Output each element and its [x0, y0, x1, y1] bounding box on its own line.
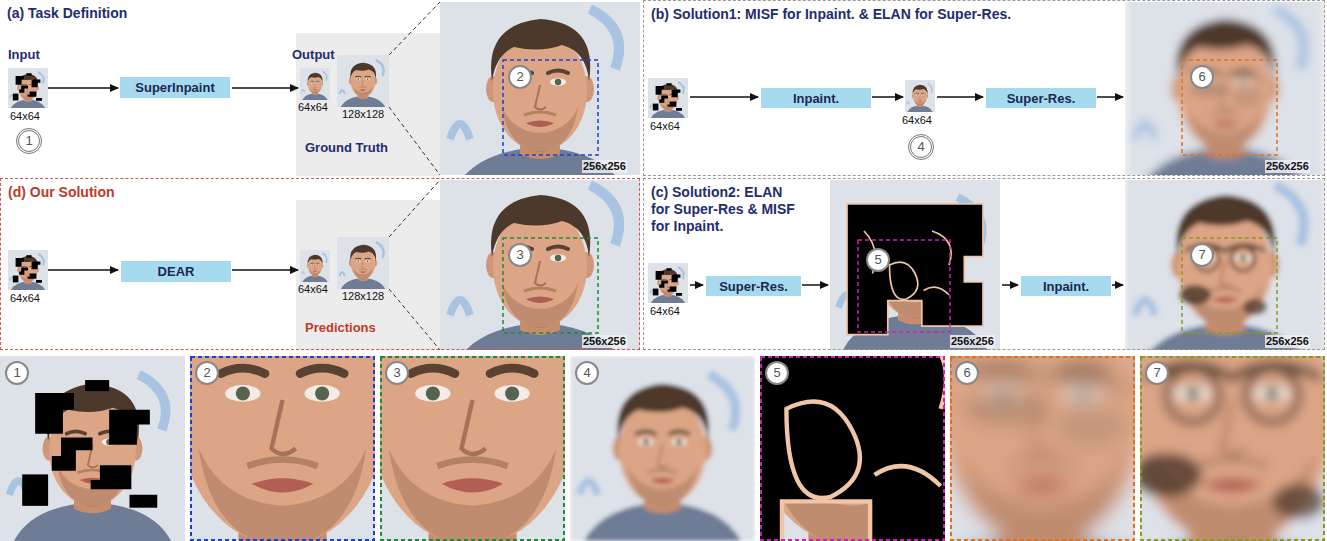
masked-input [8, 68, 48, 108]
arrow [872, 96, 903, 98]
callout-number: 5 [866, 248, 890, 272]
image-label: Predictions [305, 320, 376, 336]
image-label: 64x64 [650, 120, 680, 133]
output-image [337, 55, 389, 107]
callout-number: 7 [1145, 361, 1169, 385]
zoom-image [0, 356, 185, 541]
output-ground [296, 200, 440, 350]
crop-box [1182, 238, 1277, 333]
zoom-image [1012, 189, 1327, 541]
panel-heading: (d) Our Solution [8, 184, 115, 201]
image-label: 64x64 [298, 101, 328, 114]
arrow [690, 284, 703, 286]
zoom-frame [761, 357, 944, 540]
image-label: 256x256 [950, 335, 995, 348]
arrow [1097, 96, 1123, 98]
prediction-image [337, 237, 389, 289]
callout-number: 7 [1190, 243, 1214, 267]
callout-number: 3 [508, 243, 532, 267]
masked-input [648, 78, 688, 118]
process-box: Inpaint. [761, 88, 871, 108]
zoom-frame [191, 357, 374, 540]
zoom-line [389, 107, 440, 175]
prediction-image [300, 250, 330, 282]
zoom-frame [1141, 357, 1324, 540]
image-label: 128x128 [342, 108, 384, 121]
arrow [802, 284, 828, 286]
process-box: Super-Res. [706, 276, 801, 296]
arrow [937, 96, 983, 98]
image-label: 64x64 [650, 305, 680, 318]
callout-number: 2 [508, 65, 532, 89]
image-label: 64x64 [298, 283, 328, 296]
callout-number: 6 [1190, 65, 1214, 89]
image-label: Ground Truth [305, 140, 388, 156]
panel-heading: (b) Solution1: MISF for Inpaint. & ELAN … [651, 6, 1011, 23]
image-label: 256x256 [1265, 160, 1310, 173]
arrow [232, 87, 298, 89]
result-image [1125, 0, 1325, 189]
image-label: 256x256 [582, 160, 627, 173]
image-label: 64x64 [10, 110, 40, 123]
callout-number: 1 [5, 361, 29, 385]
arrow [1002, 284, 1018, 286]
process-box: DEAR [121, 261, 231, 282]
box-label: Super-Res. [719, 279, 788, 294]
image-label: Input [8, 47, 40, 63]
crop-box [858, 240, 950, 332]
image-label: Output [292, 47, 335, 63]
image-label: 256x256 [582, 335, 627, 348]
masked-input [8, 250, 48, 290]
image-label: 256x256 [1265, 335, 1310, 348]
callout-number: 6 [955, 361, 979, 385]
box-label: Inpaint. [1043, 279, 1089, 294]
image-label: 64x64 [10, 292, 40, 305]
crop-box [1182, 60, 1277, 155]
callout-number: 1 [16, 128, 42, 154]
zoom-line [389, 180, 440, 237]
box-label: DEAR [158, 264, 195, 279]
box-label: Inpaint. [793, 91, 839, 106]
zoom-line [389, 289, 440, 350]
image-label: 64x64 [902, 114, 932, 127]
panel-heading: (c) Solution2: ELAN for Super-Res & MISF… [651, 184, 801, 234]
arrow [48, 269, 118, 271]
face-image [440, 165, 640, 365]
upscaled-masked-image [830, 180, 1000, 350]
callout-number: 2 [195, 361, 219, 385]
callout-number: 4 [908, 134, 934, 160]
arrow [48, 87, 118, 89]
callout-number: 5 [765, 361, 789, 385]
process-box: Super-Res. [986, 88, 1096, 108]
process-box: Inpaint. [1021, 276, 1111, 296]
process-box: SuperInpaint [120, 77, 230, 98]
face-image [440, 0, 640, 189]
zoom-image [570, 356, 755, 541]
arrow [232, 269, 298, 271]
arrow [1112, 284, 1123, 286]
inpainted-image [905, 80, 935, 112]
image-label: 128x128 [342, 290, 384, 303]
crop-box [503, 60, 598, 155]
box-label: Super-Res. [1007, 91, 1076, 106]
panel-heading: (a) Task Definition [7, 5, 127, 22]
output-image [300, 68, 330, 100]
crop-box [503, 238, 598, 333]
callout-number: 4 [575, 361, 599, 385]
zoom-frame [951, 357, 1134, 540]
result-image [1125, 165, 1325, 365]
solution-panel: (c) Solution2: ELAN for Super-Res & MISF… [643, 178, 1325, 350]
masked-input [648, 263, 688, 303]
arrow [690, 96, 758, 98]
zoom-frame [381, 357, 564, 540]
solution-panel: (b) Solution1: MISF for Inpaint. & ELAN … [643, 0, 1325, 176]
callout-number: 3 [385, 361, 409, 385]
zoom-line [389, 2, 440, 55]
box-label: SuperInpaint [135, 80, 214, 95]
